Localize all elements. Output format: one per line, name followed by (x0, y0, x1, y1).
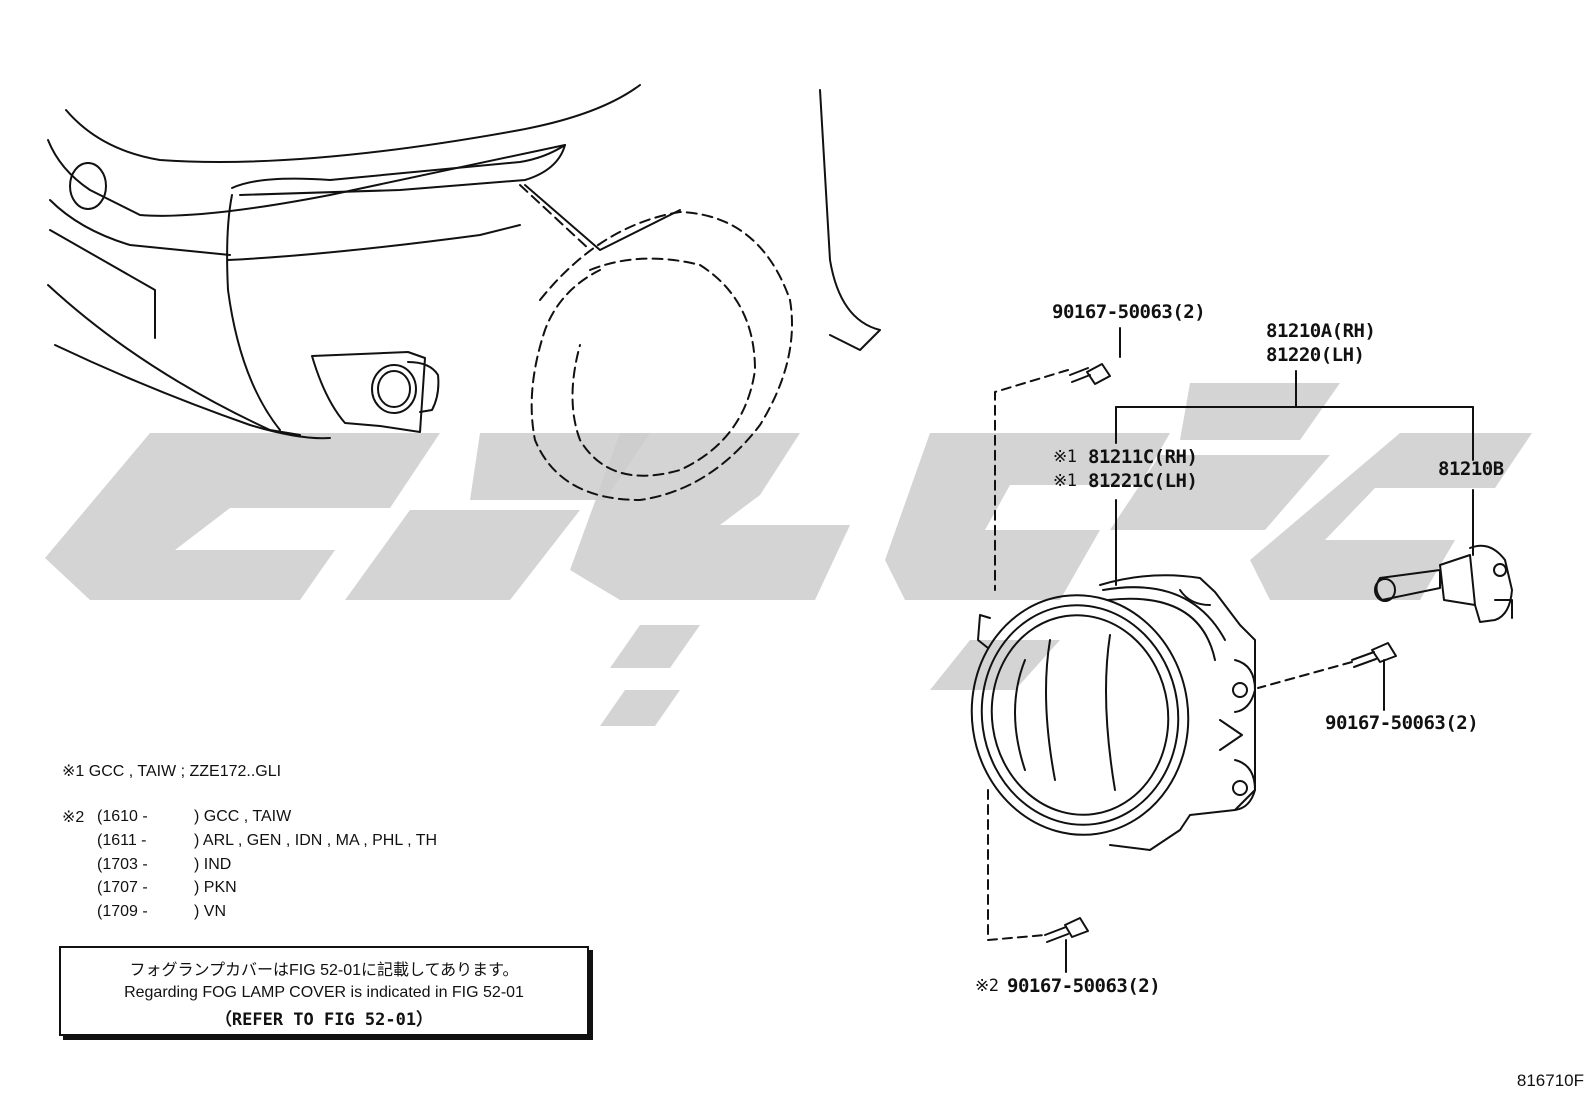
part-label-bulb[interactable]: 81210B (1438, 458, 1504, 480)
fog-lamp-lens (970, 594, 1190, 836)
fog-lamp-small (371, 364, 417, 414)
part-label-bolt-bottom[interactable]: 90167-50063(2) (1007, 975, 1161, 997)
reference-en: Regarding FOG LAMP COVER is indicated in… (124, 984, 524, 1001)
note-2-date: (1611 - (97, 832, 147, 849)
note-2-date: (1707 - (97, 879, 148, 896)
note-mark-unit-rh: ※1 (1053, 447, 1077, 467)
note-2-date: (1703 - (97, 856, 148, 873)
lamp-bracket (1219, 659, 1256, 811)
note-mark-unit-lh: ※1 (1053, 471, 1077, 491)
part-label-lamp-rh[interactable]: 81210A(RH) (1266, 320, 1376, 342)
note-2-mark: ※2 (62, 809, 85, 826)
part-label-lamp-lh[interactable]: 81220(LH) (1266, 344, 1365, 366)
figure-code: 816710F (1516, 1071, 1584, 1090)
bolt-bottom-shape (1044, 917, 1089, 943)
note-2-markets: ) PKN (194, 879, 237, 896)
note-2-markets: ) VN (194, 903, 226, 920)
part-label-unit-rh[interactable]: 81211C(RH) (1088, 446, 1198, 468)
car-emblem (69, 162, 107, 210)
note-2-markets: ) ARL , GEN , IDN , MA , PHL , TH (194, 832, 438, 849)
part-label-unit-lh[interactable]: 81221C(LH) (1088, 470, 1198, 492)
note-2-markets: ) GCC , TAIW (194, 808, 292, 825)
reference-jp: フォグランプカバーはFIG 52-01に記載してあります。 (129, 962, 519, 979)
note-2-markets: ) IND (194, 856, 232, 873)
bulb-shape (1374, 544, 1513, 623)
car-grille (231, 144, 566, 196)
fog-lamp-recess (311, 351, 426, 433)
bolt-top-shape (1069, 363, 1111, 385)
wheel-arch (519, 184, 793, 501)
reference-link[interactable]: （REFER TO FIG 52-01） (214, 1010, 434, 1030)
fog-lamp-housing (1099, 574, 1256, 851)
note-2-date: (1610 - (97, 808, 148, 825)
bolt-right-shape (1351, 642, 1397, 668)
note-mark-bolt-bottom: ※2 (975, 976, 999, 996)
part-label-bolt-top[interactable]: 90167-50063(2) (1052, 301, 1206, 323)
part-label-bolt-right[interactable]: 90167-50063(2) (1325, 712, 1479, 734)
reference-box: フォグランプカバーはFIG 52-01に記載してあります。 Regarding … (59, 946, 589, 1036)
car-hood-outline (65, 84, 641, 163)
note-1: ※1 GCC , TAIW ; ZZE172..GLI (62, 763, 282, 780)
note-2-date: (1709 - (97, 903, 148, 920)
